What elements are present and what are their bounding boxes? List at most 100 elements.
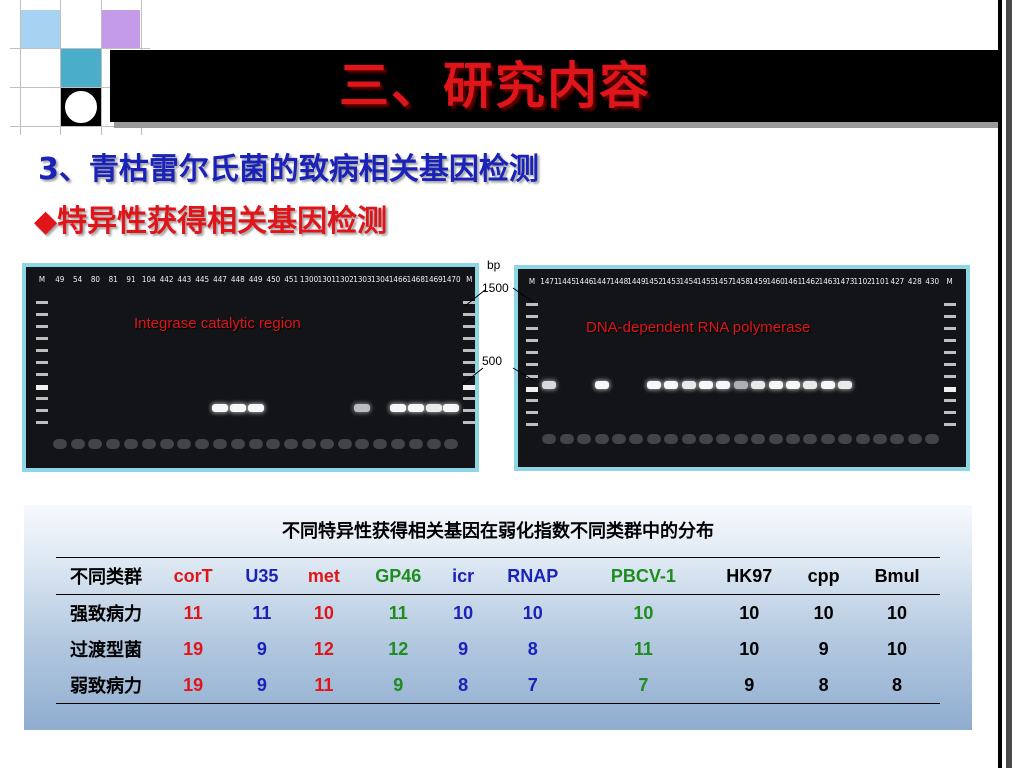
- ladder-band: [463, 397, 475, 400]
- gel-band: [664, 381, 679, 389]
- primer-dimer-spot: [213, 439, 227, 449]
- primer-dimer-spot: [803, 434, 818, 444]
- ladder-band: [943, 351, 956, 354]
- ladder-band: [36, 313, 48, 316]
- lane-label: 450: [266, 275, 281, 284]
- gel-band: [716, 381, 731, 389]
- gel-band: [699, 381, 713, 389]
- ladder-band: [36, 409, 48, 412]
- gel-band: [212, 404, 228, 412]
- ladder-band: [526, 339, 538, 342]
- bullet-text: 特异性获得相关基因检测: [57, 204, 388, 239]
- primer-dimer-spot: [820, 434, 835, 444]
- gel-band: [229, 404, 246, 412]
- marker-leader-lines: [462, 287, 534, 385]
- ladder-band: [943, 423, 956, 426]
- primer-dimer-spot: [302, 439, 316, 449]
- table-column-header: GP46: [354, 557, 443, 595]
- lane-label: 1445: [557, 277, 576, 286]
- gel-band: [443, 404, 460, 412]
- primer-dimer-spot: [907, 434, 922, 444]
- table-cell: 10: [453, 602, 474, 623]
- lane-label: 1461: [783, 277, 803, 286]
- gel-band: [838, 381, 853, 389]
- table-cell: 10: [313, 602, 334, 623]
- primer-dimer-spot: [444, 439, 459, 449]
- lane-label: 1304: [371, 275, 390, 284]
- table-cell: 11: [183, 602, 203, 623]
- lane-label: 1452: [644, 277, 663, 286]
- primer-dimer-spot: [373, 439, 388, 449]
- table-cell: 10: [739, 638, 760, 659]
- ladder-band: [463, 325, 475, 328]
- marker-1500-label: 1500: [482, 281, 509, 295]
- lane-label: 442: [159, 275, 174, 284]
- gel-band: [768, 381, 783, 389]
- lane-label: 1448: [609, 277, 629, 286]
- marker-unit-label: bp: [487, 258, 501, 272]
- ladder-band: [463, 385, 475, 390]
- table-row-label: 强致病力: [70, 604, 142, 625]
- gel-left-caption: Integrase catalytic region: [134, 315, 301, 332]
- ladder-band: [943, 303, 956, 306]
- primer-dimer-spot: [319, 439, 334, 449]
- lane-label: 80: [90, 275, 100, 284]
- ladder-band: [526, 327, 538, 330]
- ladder-band: [36, 385, 48, 390]
- gel-band: [542, 381, 557, 389]
- table-cell: 9: [705, 667, 794, 704]
- ladder-band: [943, 399, 956, 402]
- lane-label: 1459: [749, 277, 768, 286]
- ladder-band: [943, 375, 956, 378]
- table-cell: 11: [388, 602, 408, 623]
- ladder-band: [463, 409, 475, 412]
- lane-label: 104: [141, 275, 156, 284]
- ladder-band: [943, 315, 956, 318]
- primer-dimer-spot: [159, 439, 174, 449]
- primer-dimer-spot: [925, 434, 940, 444]
- table-cell: 10: [887, 602, 908, 623]
- lane-label: 1453: [662, 277, 681, 286]
- table-column-header: BmuI: [854, 557, 940, 595]
- ladder-band: [526, 363, 538, 366]
- gel-band: [751, 381, 766, 389]
- lane-label: 1447: [592, 277, 611, 286]
- table-column-header: met: [293, 557, 355, 595]
- lane-label: 1460: [766, 277, 785, 286]
- marker-500-label: 500: [482, 354, 503, 368]
- ladder-band: [36, 361, 48, 364]
- right-border: [998, 0, 1002, 768]
- gel-band: [390, 404, 406, 412]
- lane-label: 448: [230, 275, 245, 284]
- ladder-band: [943, 387, 956, 392]
- primer-dimer-spot: [855, 434, 870, 444]
- primer-dimer-spot: [751, 434, 766, 444]
- primer-dimer-spot: [248, 439, 263, 449]
- primer-dimer-spot: [355, 439, 370, 449]
- lane-label: M: [38, 275, 46, 284]
- table-cell: 11: [293, 667, 355, 704]
- primer-dimer-spot: [195, 439, 210, 449]
- table-cell: 8: [793, 667, 855, 704]
- lane-label: 49: [55, 275, 65, 284]
- primer-dimer-spot: [337, 439, 352, 449]
- table-row-label: 过渡型菌: [70, 640, 142, 661]
- diamond-bullet-icon: ◆: [34, 204, 58, 239]
- table-column-header: HK97: [705, 557, 794, 595]
- primer-dimer-spot: [716, 434, 731, 444]
- primer-dimer-spot: [629, 434, 644, 444]
- gel-band: [646, 381, 661, 389]
- primer-dimer-spot: [768, 434, 783, 444]
- gel-band: [820, 381, 835, 389]
- ladder-band: [463, 373, 475, 376]
- primer-dimer-spot: [542, 434, 557, 444]
- gel-band: [407, 404, 424, 412]
- right-border-shadow: [1006, 0, 1012, 768]
- ladder-band: [526, 423, 538, 426]
- table-corner-cell: 不同类群: [56, 557, 156, 595]
- gel-band: [247, 404, 264, 412]
- ladder-band: [526, 375, 538, 378]
